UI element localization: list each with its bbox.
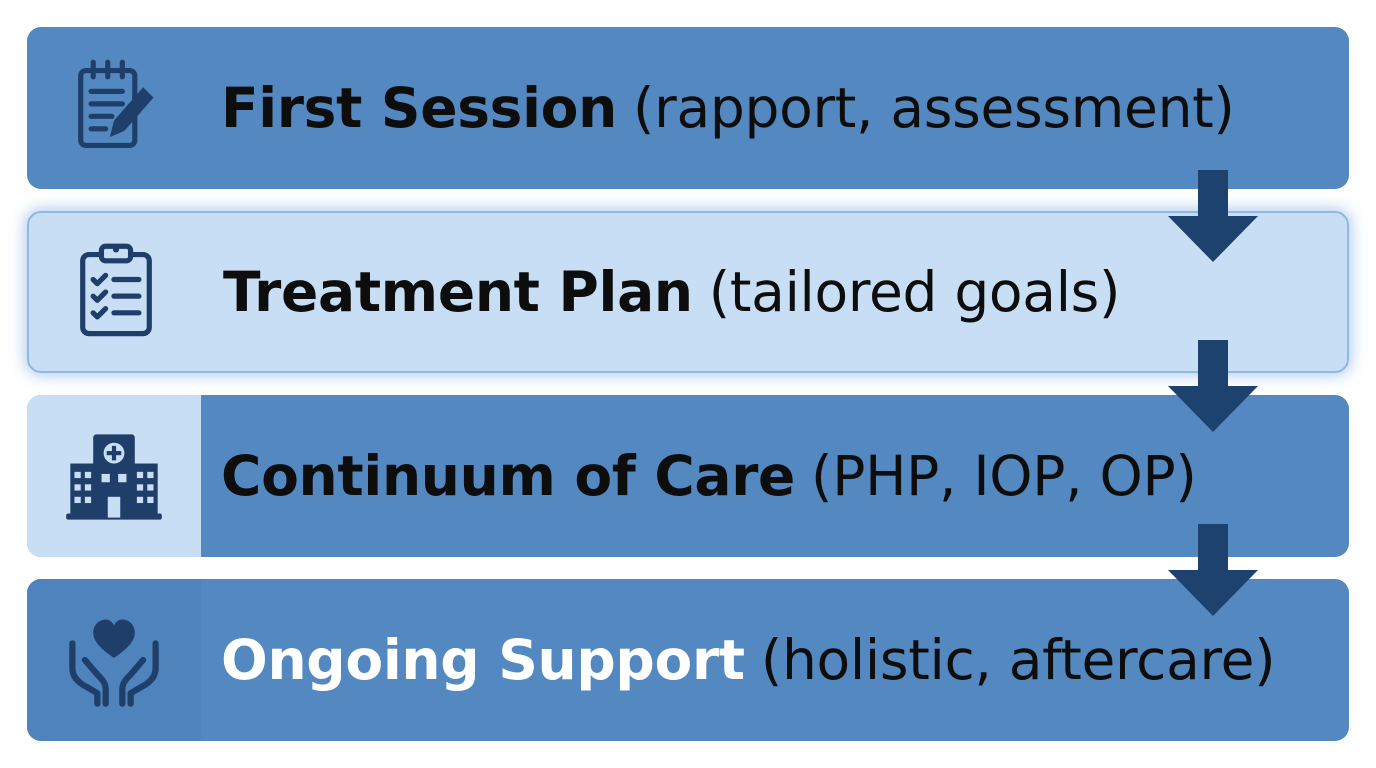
arrow-down-icon	[1168, 524, 1258, 616]
step-label: First Session (rapport, assessment)	[221, 27, 1235, 189]
step-title: First Session	[221, 76, 618, 140]
step-title: Treatment Plan	[223, 260, 693, 324]
step-title: Ongoing Support	[221, 628, 745, 692]
step-detail: (tailored goals)	[708, 260, 1121, 324]
arrow-down-icon	[1168, 340, 1258, 432]
step-detail: (PHP, IOP, OP)	[811, 444, 1197, 508]
step-label: Ongoing Support (holistic, aftercare)	[221, 579, 1276, 741]
step-label: Treatment Plan (tailored goals)	[223, 213, 1120, 371]
step-icon-tile	[27, 27, 201, 189]
step-icon-tile	[27, 579, 201, 741]
notepad-pencil-icon	[78, 59, 154, 149]
step-first-session: First Session (rapport, assessment)	[27, 27, 1349, 189]
step-ongoing-support: Ongoing Support (holistic, aftercare)	[27, 579, 1349, 741]
hands-heart-icon	[69, 619, 159, 707]
step-continuum-of-care: Continuum of Care (PHP, IOP, OP)	[27, 395, 1349, 557]
clipboard-checklist-icon	[80, 243, 152, 337]
step-icon-tile	[29, 213, 203, 371]
step-detail: (rapport, assessment)	[633, 76, 1235, 140]
step-label: Continuum of Care (PHP, IOP, OP)	[221, 395, 1197, 557]
step-icon-tile	[27, 395, 201, 557]
hospital-icon	[66, 434, 162, 520]
step-treatment-plan: Treatment Plan (tailored goals)	[27, 211, 1349, 373]
arrow-down-icon	[1168, 170, 1258, 262]
step-detail: (holistic, aftercare)	[760, 628, 1276, 692]
step-title: Continuum of Care	[221, 444, 796, 508]
